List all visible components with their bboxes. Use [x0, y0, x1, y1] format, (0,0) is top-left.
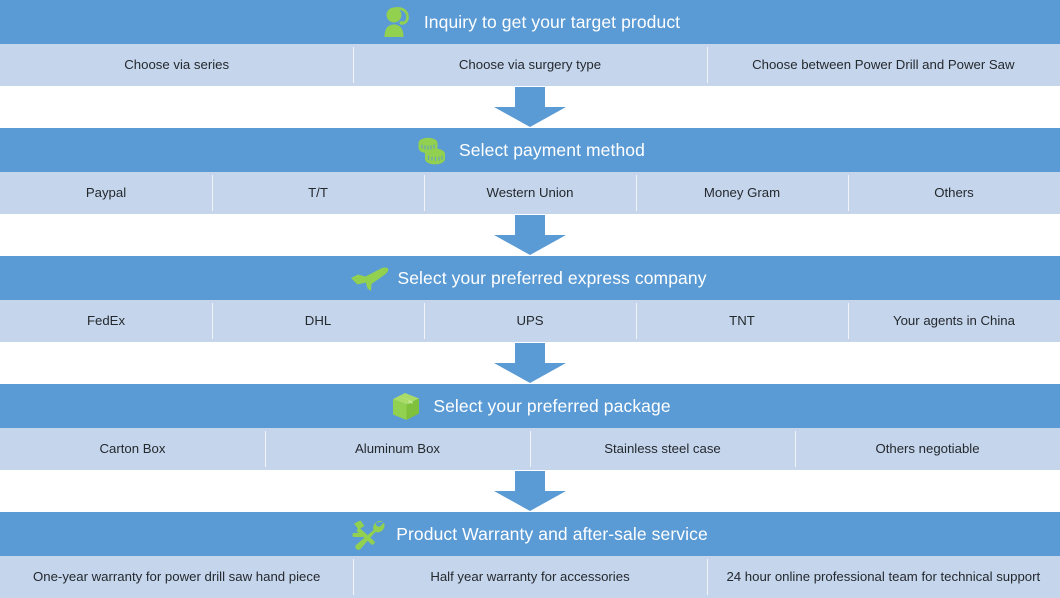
stage-title: Product Warranty and after-sale service [396, 523, 708, 544]
stage-payment: Select payment method Paypal T/T Western… [0, 128, 1060, 214]
coins-icon [415, 133, 449, 167]
connector-arrow-4 [0, 470, 1060, 512]
option-item[interactable]: UPS [424, 300, 636, 342]
connector-arrow-3 [0, 342, 1060, 384]
option-item[interactable]: Paypal [85, 185, 127, 201]
option-item[interactable]: TNT [636, 300, 848, 342]
stage-title: Select payment method [459, 139, 645, 160]
option-item[interactable]: FedEx [86, 313, 126, 329]
option-item[interactable]: One-year warranty for power drill saw ha… [33, 569, 321, 585]
option-item[interactable]: Stainless steel case [530, 428, 795, 470]
stage-title: Select your preferred express company [397, 267, 707, 288]
stage-warranty: Product Warranty and after-sale service … [0, 512, 1060, 598]
option-item[interactable]: Western Union [424, 172, 636, 214]
stage-header-package: Select your preferred package [0, 384, 1060, 428]
airplane-icon [351, 261, 389, 295]
stage-package: Select your preferred package Carton Box… [0, 384, 1060, 470]
stage-title: Inquiry to get your target product [423, 11, 681, 32]
support-agent-icon [380, 5, 414, 39]
down-arrow-icon [494, 471, 566, 511]
option-item[interactable]: Carton Box [99, 441, 166, 457]
stage-options-inquiry: Choose via series Choose via surgery typ… [0, 44, 1060, 86]
stage-options-express: FedEx DHL UPS TNT Your agents in China [0, 300, 1060, 342]
stage-header-inquiry: Inquiry to get your target product [0, 0, 1060, 44]
option-item[interactable]: Choose between Power Drill and Power Saw [706, 44, 1060, 86]
stage-options-payment: Paypal T/T Western Union Money Gram Othe… [0, 172, 1060, 214]
down-arrow-icon [494, 215, 566, 255]
option-item[interactable]: Half year warranty for accessories [353, 556, 706, 598]
option-item[interactable]: Money Gram [636, 172, 848, 214]
tools-icon [352, 517, 386, 551]
stage-title: Select your preferred package [433, 395, 671, 416]
option-item[interactable]: Choose via surgery type [353, 44, 706, 86]
option-item[interactable]: Others negotiable [795, 428, 1060, 470]
option-item[interactable]: Aluminum Box [265, 428, 530, 470]
stage-express: Select your preferred express company Fe… [0, 256, 1060, 342]
stage-inquiry: Inquiry to get your target product Choos… [0, 0, 1060, 86]
option-item[interactable]: 24 hour online professional team for tec… [706, 556, 1060, 598]
stage-header-express: Select your preferred express company [0, 256, 1060, 300]
stage-options-package: Carton Box Aluminum Box Stainless steel … [0, 428, 1060, 470]
option-item[interactable]: Others [848, 172, 1060, 214]
option-item[interactable]: T/T [212, 172, 424, 214]
option-item[interactable]: Your agents in China [848, 300, 1060, 342]
connector-arrow-2 [0, 214, 1060, 256]
box-icon [389, 389, 423, 423]
stage-header-warranty: Product Warranty and after-sale service [0, 512, 1060, 556]
stage-options-warranty: One-year warranty for power drill saw ha… [0, 556, 1060, 598]
down-arrow-icon [494, 343, 566, 383]
connector-arrow-1 [0, 86, 1060, 128]
down-arrow-icon [494, 87, 566, 127]
stage-header-payment: Select payment method [0, 128, 1060, 172]
option-item[interactable]: DHL [212, 300, 424, 342]
option-item[interactable]: Choose via series [124, 57, 230, 73]
